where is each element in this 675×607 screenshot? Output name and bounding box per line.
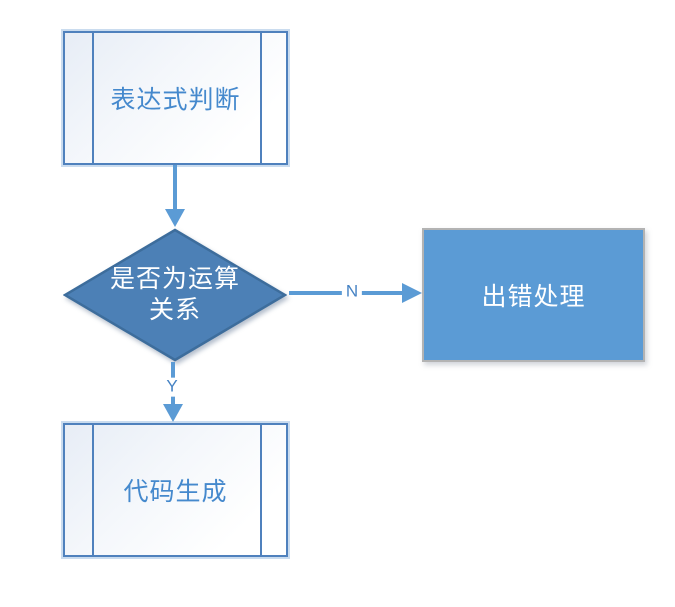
arrowhead-right-to-error: [402, 283, 422, 303]
branch-label-n: N: [341, 282, 363, 302]
predefined-process-left-bar: [92, 425, 94, 555]
node-expression-judgment: 表达式判断: [63, 31, 288, 165]
node-expression-judgment-label: 表达式判断: [110, 86, 241, 114]
predefined-process-left-bar: [92, 33, 94, 163]
node-decision: 是否为运算关系: [63, 228, 287, 362]
node-error-handling-label: 出错处理: [481, 283, 586, 311]
node-code-generation: 代码生成: [63, 423, 288, 557]
connector-expr-to-decision: [173, 165, 177, 209]
node-error-handling: 出错处理: [422, 228, 645, 362]
branch-label-y: Y: [162, 377, 182, 397]
arrowhead-down-to-decision: [165, 209, 185, 227]
predefined-process-right-bar: [260, 425, 262, 555]
node-code-generation-label: 代码生成: [123, 478, 228, 506]
arrowhead-down-to-code-generation: [163, 404, 183, 422]
predefined-process-right-bar: [260, 33, 262, 163]
node-decision-label: 是否为运算关系: [109, 264, 240, 324]
decision-diamond-shape: [63, 228, 287, 362]
